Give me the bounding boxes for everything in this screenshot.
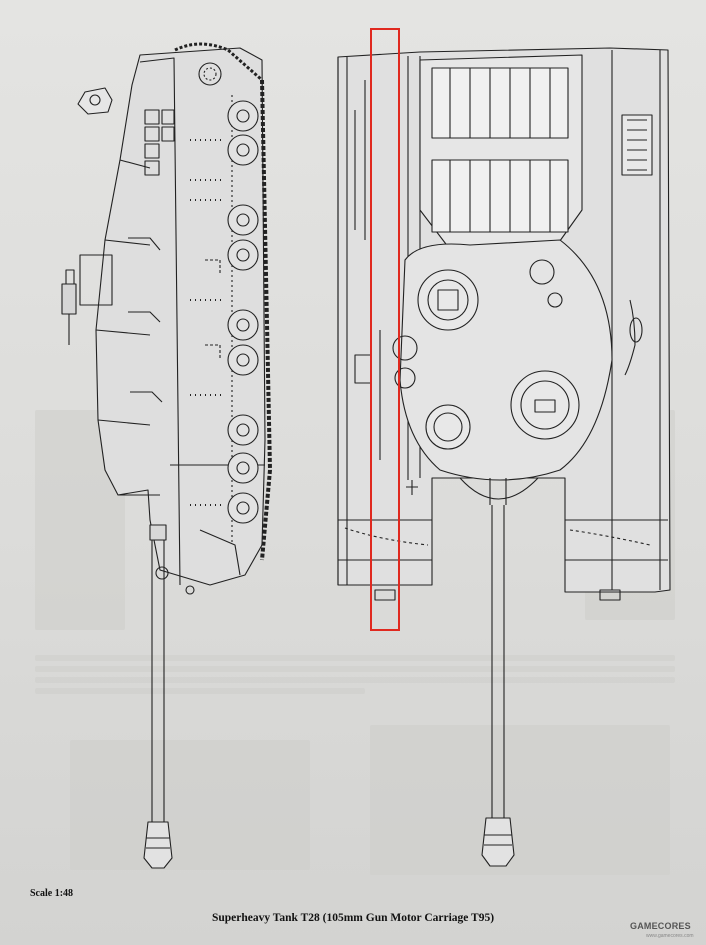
side-view [61,42,272,869]
top-view [337,47,671,867]
bleed-through-text [35,677,675,683]
bleed-through-text [35,666,675,672]
watermark-logo: GAMECORES [630,921,691,931]
figure-caption: Superheavy Tank T28 (105mm Gun Motor Car… [211,912,495,924]
scale-label: Scale 1:48 [30,888,74,899]
bleed-through-block [70,740,310,870]
highlight-annotation-box [370,28,400,631]
bleed-through-text [35,655,675,661]
bleed-through-block [370,725,670,875]
watermark-brand: GAMECORES [630,921,691,931]
watermark-site: www.gamecores.com [646,933,694,939]
bleed-through-text [35,688,365,694]
